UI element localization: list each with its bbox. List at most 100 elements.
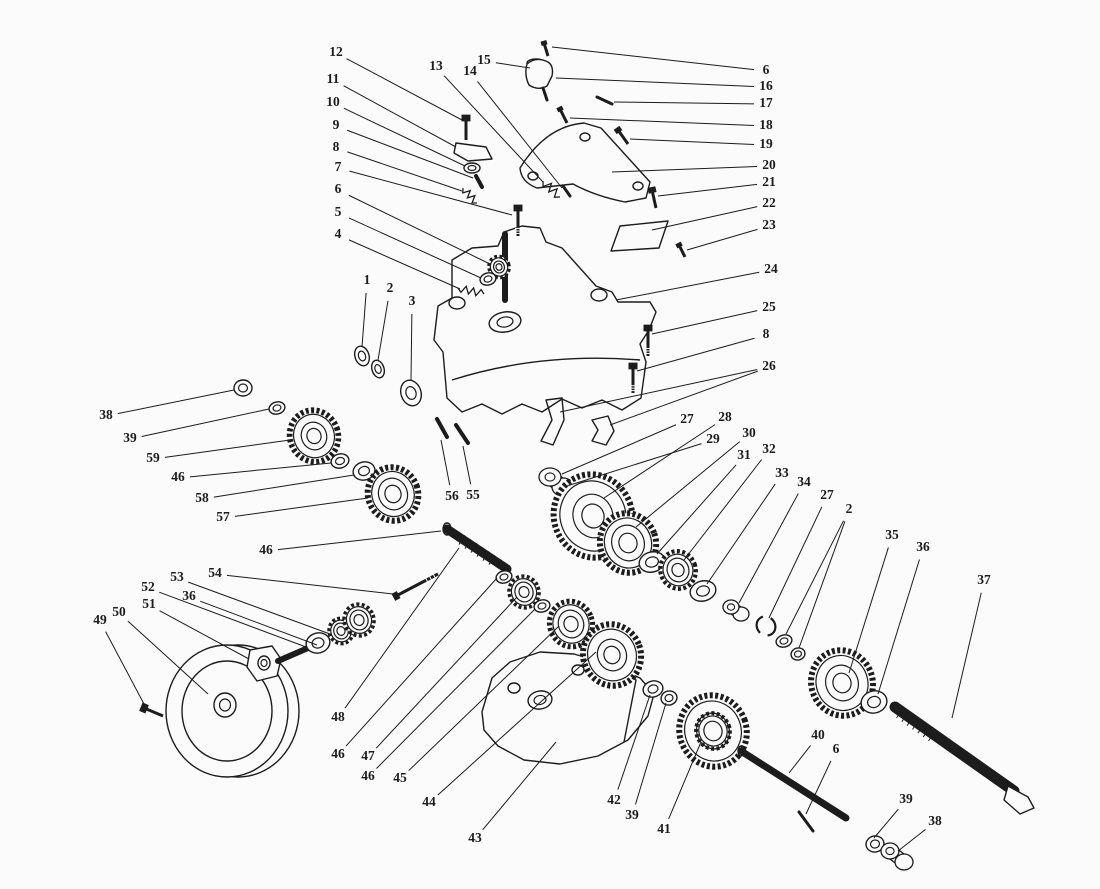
bevel-gear-59-hole (306, 427, 322, 445)
hub-bore-hole (260, 658, 268, 668)
part-number-label: 43 (468, 830, 482, 845)
countershaft-splines (488, 555, 496, 565)
bolt-54-thread (428, 575, 433, 581)
washer-2a-hole (374, 364, 382, 374)
shift-fork-26 (540, 397, 565, 446)
flange-bushing-38b-hole (885, 846, 895, 856)
part-number-label: 55 (466, 487, 480, 502)
leader-line (347, 151, 463, 192)
cover-boss-b (571, 664, 585, 676)
part-number-label: 25 (762, 299, 776, 314)
leader-line (561, 424, 677, 475)
washer-31-hole (644, 556, 660, 568)
bolt-21-head (647, 186, 657, 194)
housing-boss-right (590, 288, 608, 302)
part-number-label: 6 (763, 62, 770, 77)
part-number-label: 46 (361, 768, 375, 783)
gear-41-pinion-hub (695, 712, 731, 750)
washer-39b (660, 690, 678, 706)
pulley-hub (213, 692, 237, 718)
bolt-49-head (139, 702, 149, 714)
gear-47-hub (514, 581, 534, 603)
leader-line (477, 81, 563, 189)
leader-line (873, 808, 899, 839)
gear-44-hub (596, 638, 628, 672)
part-number-label: 46 (171, 469, 185, 484)
leader-line (683, 459, 763, 561)
leader-line (651, 206, 758, 231)
gear-52b-teeth (342, 602, 376, 638)
part-number-label: 5 (335, 204, 342, 219)
part-number-label: 46 (259, 542, 273, 557)
gear-52a-hole (336, 626, 346, 636)
part-number-label: 42 (607, 792, 621, 807)
part-number-label: 29 (706, 431, 720, 446)
part-number-label: 6 (335, 181, 342, 196)
spring-8 (462, 187, 478, 204)
part-number-label: 27 (680, 411, 694, 426)
part-number-label: 49 (93, 612, 107, 627)
bushing-29-hole (544, 472, 556, 482)
part-number-label: 21 (762, 174, 776, 189)
pulley-groove (181, 660, 273, 762)
leader-line (377, 300, 389, 361)
leader-line (706, 483, 776, 585)
washer-39 (268, 401, 286, 415)
washer-46a (330, 453, 350, 469)
gear-41-face (684, 700, 742, 762)
axle-threads (922, 727, 931, 738)
leader-line (188, 581, 331, 635)
snap-ring-27 (755, 615, 777, 637)
leader-line (768, 506, 823, 619)
leader-line (213, 474, 355, 498)
lever-11 (453, 142, 493, 162)
gear-30-hub (610, 524, 646, 562)
leader-line (559, 369, 758, 413)
axle-threads (917, 723, 926, 734)
part-number-label: 10 (326, 94, 340, 109)
part-number-label: 59 (146, 450, 160, 465)
gear-45-teeth (546, 598, 596, 650)
leader-line (636, 337, 755, 372)
part-number-label: 3 (409, 293, 416, 308)
part-number-label: 53 (170, 569, 184, 584)
part-number-label: 57 (216, 509, 230, 524)
part-number-label: 44 (422, 794, 436, 809)
part-number-label: 50 (112, 604, 126, 619)
part-number-label: 34 (797, 474, 811, 489)
countershaft-48 (442, 524, 512, 574)
leader-line (785, 520, 845, 635)
leader-line (603, 424, 716, 499)
countershaft-splines (476, 547, 484, 557)
leader-line (376, 608, 536, 769)
leader-line (897, 829, 926, 852)
washer-1-hole (357, 350, 367, 362)
bolt-54-head (391, 591, 401, 601)
leader-line (613, 101, 755, 105)
leader-line (343, 107, 466, 167)
gear-52b-hub (349, 609, 369, 631)
gear-35-teeth (808, 647, 876, 719)
shift-knob-16 (525, 58, 554, 89)
axle-head (1003, 785, 1035, 815)
leader-line (615, 271, 760, 301)
part-number-label: 14 (463, 63, 477, 78)
part-number-label: 32 (762, 441, 776, 456)
nut-38 (233, 379, 253, 397)
washer-2a (370, 359, 386, 379)
leader-line (345, 577, 498, 747)
countershaft-splines (482, 551, 490, 561)
housing-boss-left (448, 296, 466, 310)
leader-line (788, 745, 811, 774)
spring-4 (457, 284, 485, 298)
leader-line (495, 62, 531, 69)
axle-threads (901, 711, 910, 722)
part-number-label: 35 (885, 527, 899, 542)
part-number-label: 36 (916, 539, 930, 554)
gear-45-hole (563, 615, 579, 633)
leader-line (609, 370, 758, 426)
pulley-hub-hole (218, 698, 232, 712)
leader-line (200, 600, 318, 646)
washer-39c-hole (869, 839, 881, 849)
seal-3-hole (405, 386, 417, 400)
